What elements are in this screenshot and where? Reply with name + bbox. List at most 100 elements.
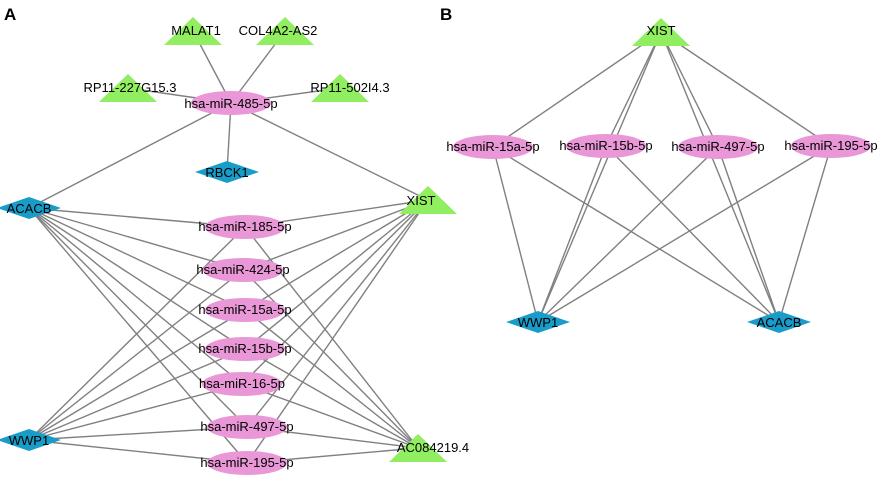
node-ac084: AC084219.4 bbox=[389, 434, 469, 462]
edge-ac084-mir16 bbox=[241, 383, 419, 449]
node-label-b_acacb: ACACB bbox=[757, 315, 802, 330]
edge-b_acacb-b_mir15b bbox=[605, 145, 780, 323]
mirna-ellipse bbox=[203, 258, 283, 282]
node-label-xist: XIST bbox=[407, 193, 436, 208]
node-label-wwp1: WWP1 bbox=[9, 433, 49, 448]
node-label-malat1: MALAT1 bbox=[171, 23, 221, 38]
node-label-b_mir195: hsa-miR-195-5p bbox=[784, 138, 877, 153]
node-label-mir485: hsa-miR-485-5p bbox=[184, 96, 277, 111]
lncrna-triangle bbox=[99, 74, 157, 102]
node-b_mir195: hsa-miR-195-5p bbox=[784, 134, 878, 158]
node-label-rp11_502: RP11-502I4.3 bbox=[310, 80, 389, 95]
node-mir497: hsa-miR-497-5p bbox=[200, 415, 294, 439]
node-b_xist: XIST bbox=[632, 18, 690, 46]
node-xist: XIST bbox=[399, 186, 457, 214]
mirna-ellipse bbox=[678, 135, 758, 159]
edge-ac084-mir185 bbox=[244, 226, 419, 449]
node-label-mir15a: hsa-miR-15a-5p bbox=[198, 302, 291, 317]
node-rp11_502: RP11-502I4.3 bbox=[310, 74, 390, 102]
node-b_acacb: ACACB bbox=[747, 311, 811, 333]
panel-a-label: A bbox=[4, 5, 16, 24]
node-b_mir15b: hsa-miR-15b-5p bbox=[559, 134, 653, 158]
edge-xist-mir424 bbox=[242, 199, 429, 271]
edges-layer bbox=[28, 30, 832, 464]
edge-b_xist-b_wwp1 bbox=[537, 31, 662, 323]
edge-b_acacb-b_mir15a bbox=[492, 146, 780, 323]
edge-xist-mir15a bbox=[244, 199, 429, 311]
edge-wwp1-mir185 bbox=[28, 226, 246, 441]
edge-wwp1-mir424 bbox=[28, 269, 244, 441]
mirna-ellipse bbox=[205, 337, 285, 361]
node-mir15a: hsa-miR-15a-5p bbox=[198, 298, 292, 322]
mirna-ellipse bbox=[202, 372, 282, 396]
edge-ac084-mir424 bbox=[242, 269, 419, 449]
node-label-b_mir497: hsa-miR-497-5p bbox=[671, 139, 764, 154]
lncrna-triangle bbox=[256, 17, 314, 45]
lncrna-triangle bbox=[632, 18, 690, 46]
node-label-mir497: hsa-miR-497-5p bbox=[200, 419, 293, 434]
node-label-b_mir15b: hsa-miR-15b-5p bbox=[559, 138, 652, 153]
node-rp11_227: RP11-227G15.3 bbox=[84, 74, 177, 102]
node-malat1: MALAT1 bbox=[164, 17, 222, 45]
edge-b_xist-b_acacb bbox=[660, 31, 780, 323]
mrna-diamond bbox=[0, 429, 61, 451]
edge-wwp1-mir16 bbox=[28, 383, 243, 441]
node-mir15b: hsa-miR-15b-5p bbox=[198, 337, 292, 361]
edge-b_wwp1-b_mir497 bbox=[537, 146, 719, 323]
node-label-rbck1: RBCK1 bbox=[205, 165, 248, 180]
edge-acacb-mir15a bbox=[28, 207, 246, 311]
lncrna-triangle bbox=[164, 17, 222, 45]
node-label-rp11_227: RP11-227G15.3 bbox=[84, 80, 177, 95]
mirna-ellipse bbox=[566, 134, 646, 158]
node-label-b_xist: XIST bbox=[647, 23, 676, 38]
edge-b_acacb-b_mir497 bbox=[717, 146, 780, 323]
mrna-diamond bbox=[747, 311, 811, 333]
node-label-acacb: ACACB bbox=[7, 201, 52, 216]
edge-ac084-mir15a bbox=[244, 309, 419, 449]
node-mir16: hsa-miR-16-5p bbox=[199, 372, 285, 396]
edge-mir485-xist bbox=[230, 102, 429, 201]
mirna-ellipse bbox=[191, 91, 271, 115]
node-mir424: hsa-miR-424-5p bbox=[196, 258, 290, 282]
node-b_mir15a: hsa-miR-15a-5p bbox=[446, 135, 540, 159]
edge-b_xist-b_mir15b bbox=[605, 31, 662, 147]
node-label-b_wwp1: WWP1 bbox=[518, 315, 558, 330]
mrna-diamond bbox=[195, 161, 259, 183]
mirna-ellipse bbox=[205, 298, 285, 322]
edge-b_xist-b_mir195 bbox=[660, 31, 832, 147]
node-mir185: hsa-miR-185-5p bbox=[198, 215, 292, 239]
edge-wwp1-mir15a bbox=[28, 309, 246, 441]
mirna-ellipse bbox=[207, 451, 287, 475]
node-label-mir15b: hsa-miR-15b-5p bbox=[198, 341, 291, 356]
node-b_wwp1: WWP1 bbox=[506, 311, 570, 333]
edge-b_xist-b_mir15a bbox=[492, 31, 662, 148]
mirna-ellipse bbox=[453, 135, 533, 159]
mirna-ellipse bbox=[207, 415, 287, 439]
node-label-ac084: AC084219.4 bbox=[397, 440, 469, 455]
node-wwp1: WWP1 bbox=[0, 429, 61, 451]
mrna-diamond bbox=[506, 311, 570, 333]
lncrna-triangle bbox=[311, 74, 369, 102]
edge-b_wwp1-b_mir15a bbox=[492, 146, 539, 323]
node-label-mir16: hsa-miR-16-5p bbox=[199, 376, 285, 391]
edge-b_xist-b_mir497 bbox=[660, 31, 719, 148]
lncrna-triangle bbox=[399, 186, 457, 214]
edge-acacb-mir16 bbox=[28, 207, 243, 385]
edge-mir485-acacb bbox=[28, 102, 232, 209]
mrna-diamond bbox=[0, 197, 61, 219]
node-label-b_mir15a: hsa-miR-15a-5p bbox=[446, 139, 539, 154]
mirna-ellipse bbox=[791, 134, 871, 158]
edge-acacb-mir424 bbox=[28, 207, 244, 271]
mirna-ellipse bbox=[205, 215, 285, 239]
node-rbck1: RBCK1 bbox=[195, 161, 259, 183]
edge-wwp1-mir15b bbox=[28, 348, 246, 441]
panel-b-label: B bbox=[440, 5, 452, 24]
edge-xist-mir15b bbox=[244, 199, 429, 350]
edge-b_wwp1-b_mir15b bbox=[537, 145, 607, 323]
edge-acacb-mir15b bbox=[28, 207, 246, 350]
node-acacb: ACACB bbox=[0, 197, 61, 219]
node-mir195: hsa-miR-195-5p bbox=[200, 451, 294, 475]
edge-ac084-mir15b bbox=[244, 348, 419, 449]
